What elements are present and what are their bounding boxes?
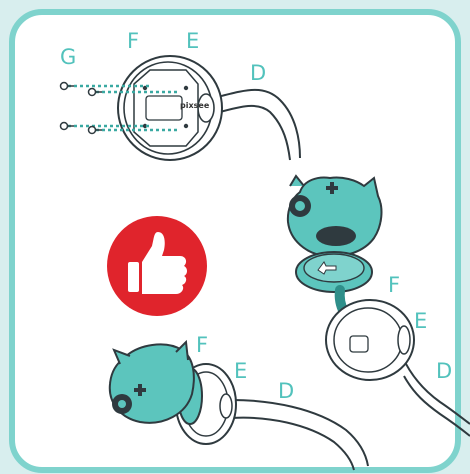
label-bottom-arm: D (278, 379, 294, 403)
right-camera-lens-inner (295, 201, 305, 211)
label-bottom-mount: F (196, 333, 208, 357)
label-right-mount: F (388, 273, 400, 297)
label-top-mount: F (127, 29, 139, 53)
label-right-arm: D (436, 359, 452, 383)
label-top-plate: E (186, 29, 199, 53)
label-bottom-plate: E (234, 359, 247, 383)
top-mount-slot (146, 96, 182, 120)
right-plate-slot (350, 336, 368, 352)
screw-hole-3 (184, 86, 188, 90)
screw-hole-4 (184, 124, 188, 128)
right-camera-base (316, 226, 356, 246)
label-right-plate: E (414, 309, 427, 333)
thumbs-up-badge (107, 216, 207, 316)
bottom-hub (220, 394, 232, 418)
label-top-arm: D (250, 61, 266, 85)
top-brand-text: pixsee (180, 101, 210, 110)
bottom-camera-lens-inner (118, 400, 126, 408)
label-top-screw: G (60, 45, 76, 69)
right-hub (398, 326, 410, 354)
